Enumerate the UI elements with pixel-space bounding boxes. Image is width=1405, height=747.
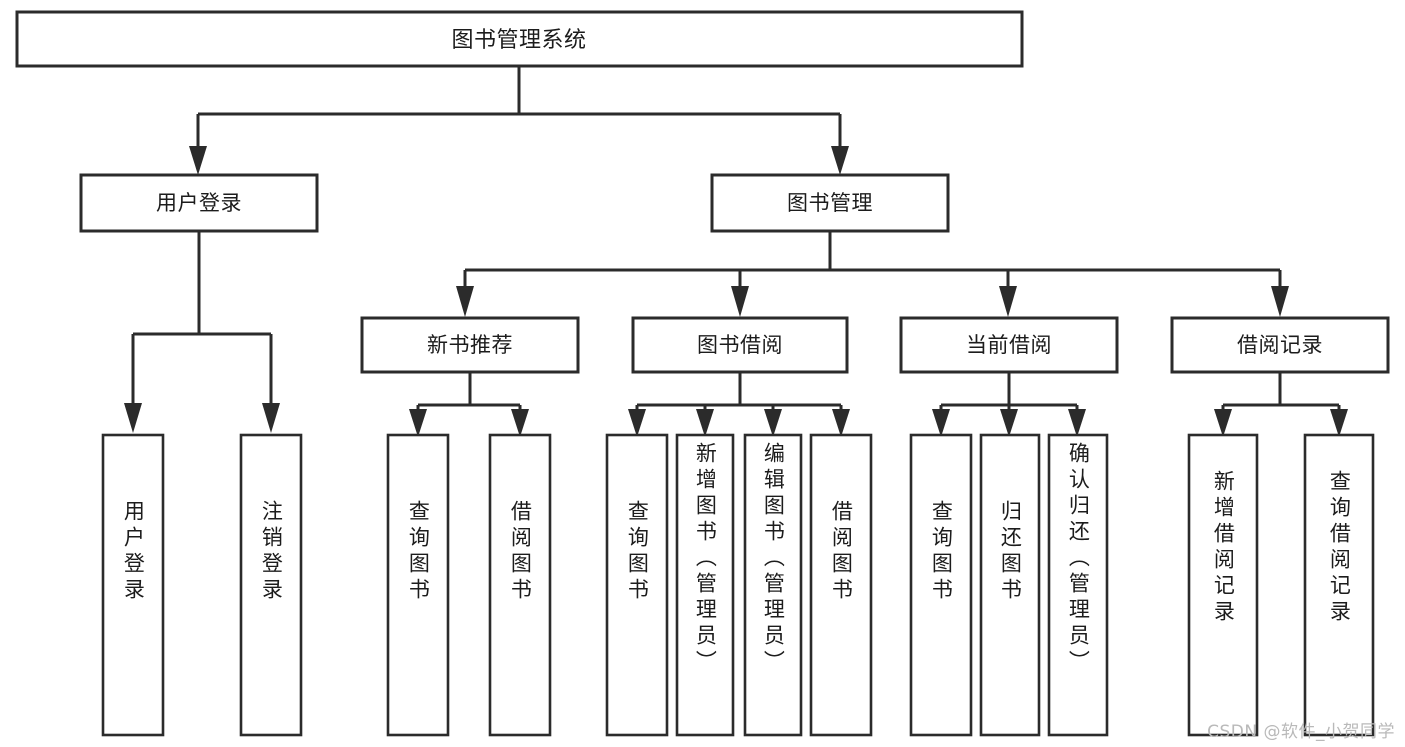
connector-new-book-recommend-branch	[409, 372, 529, 437]
arrow-head-icon	[456, 286, 474, 317]
leaf-box-borrow-book[interactable]	[809, 433, 873, 737]
node-label-book-management: 图书管理	[787, 191, 873, 215]
arrow-head-icon	[189, 146, 207, 175]
leaf-box-query-borrow-record[interactable]	[1303, 433, 1375, 737]
node-label-new-book-recommend: 新书推荐	[427, 333, 513, 357]
leaf-box-add-borrow-record[interactable]	[1187, 433, 1259, 737]
leaf-box-query-book-borrow[interactable]	[605, 433, 669, 737]
node-label-borrow-record: 借阅记录	[1237, 333, 1323, 357]
node-label-root: 图书管理系统	[451, 28, 586, 53]
arrow-head-icon	[999, 286, 1017, 317]
arrow-head-icon	[731, 286, 749, 317]
node-box-user-login[interactable]	[79, 173, 319, 233]
connector-root-to-level1	[189, 66, 849, 175]
leaf-box-query-book-current[interactable]	[909, 433, 973, 737]
arrow-head-icon	[1068, 409, 1086, 437]
arrow-head-icon	[1330, 409, 1348, 437]
connector-borrow-record-branch	[1214, 372, 1348, 437]
leaf-box-logout[interactable]	[239, 433, 303, 737]
leaf-box-user-login[interactable]	[101, 433, 165, 737]
leaf-box-query-book-recommend[interactable]	[386, 433, 450, 737]
node-box-current-borrow[interactable]	[899, 316, 1119, 374]
connector-current-borrow-branch	[932, 372, 1086, 437]
arrow-head-icon	[409, 409, 427, 437]
leaf-box-add-book-admin[interactable]	[675, 433, 735, 737]
node-label-user-login: 用户登录	[156, 191, 242, 215]
arrow-head-icon	[764, 409, 782, 437]
arrow-head-icon	[831, 146, 849, 175]
arrow-head-icon	[1271, 286, 1289, 317]
arrow-head-icon	[511, 409, 529, 437]
arrow-head-icon	[832, 409, 850, 437]
node-label-current-borrow: 当前借阅	[966, 333, 1052, 357]
leaf-box-confirm-return-admin[interactable]	[1047, 433, 1109, 737]
arrow-head-icon	[1214, 409, 1232, 437]
connector-user-login-branch	[124, 231, 280, 433]
arrow-head-icon	[262, 403, 280, 433]
arrow-head-icon	[628, 409, 646, 437]
leaf-box-borrow-book-recommend[interactable]	[488, 433, 552, 737]
arrow-head-icon	[696, 409, 714, 437]
connector-book-borrow-branch	[628, 372, 850, 437]
node-label-book-borrow: 图书借阅	[697, 333, 783, 357]
leaf-box-return-book[interactable]	[979, 433, 1041, 737]
leaf-box-edit-book-admin[interactable]	[743, 433, 803, 737]
watermark-text: CSDN @软件_小贺同学	[1207, 722, 1395, 742]
node-box-new-book-recommend[interactable]	[360, 316, 580, 374]
arrow-head-icon	[1000, 409, 1018, 437]
arrow-head-icon	[932, 409, 950, 437]
arrow-head-icon	[124, 403, 142, 433]
connector-book-management-branch	[456, 231, 1289, 317]
node-box-root[interactable]	[15, 10, 1024, 68]
